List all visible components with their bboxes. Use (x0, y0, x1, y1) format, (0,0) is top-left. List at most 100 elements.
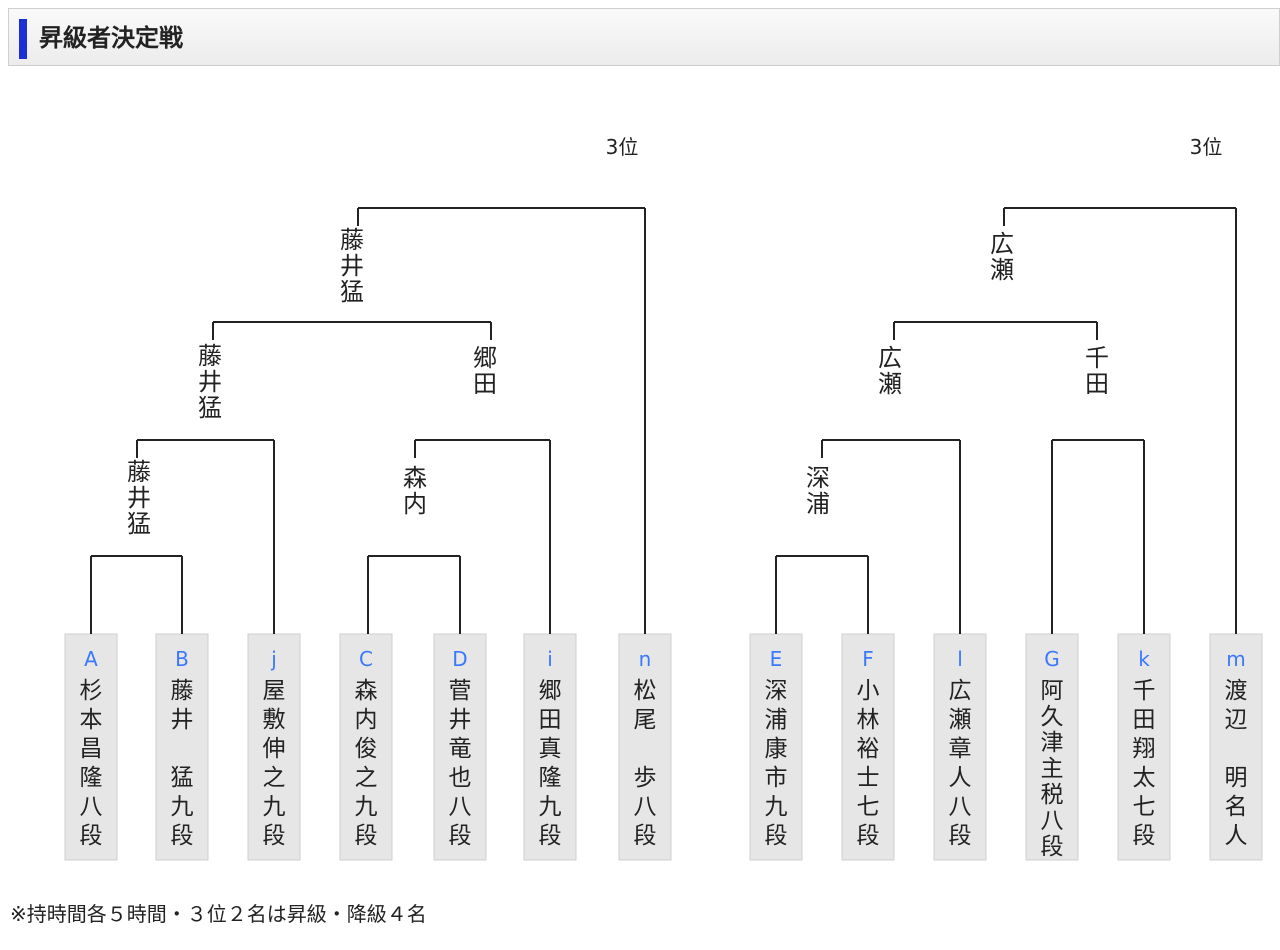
third-place-label: 3位 (606, 135, 639, 159)
winner-label: 田 (473, 370, 497, 398)
player-name-char: 小 (857, 678, 880, 704)
player-seed: m (1226, 647, 1245, 671)
player-name-char: 辺 (1225, 707, 1248, 733)
player-name-char: 段 (171, 823, 194, 849)
section-title: 昇級者決定戦 (39, 24, 183, 52)
winner-label: 猛 (198, 394, 222, 422)
player-name-char (1225, 736, 1248, 762)
player-seed: B (175, 647, 189, 671)
player-name-char: 津 (1041, 730, 1064, 756)
player-name-char: 九 (263, 794, 286, 820)
player-name-char: 主 (1041, 756, 1064, 782)
player-name-char: 明 (1225, 765, 1248, 791)
player-name-char: 森 (355, 678, 378, 704)
player-name-char: 段 (949, 823, 972, 849)
winner-label: 森 (403, 464, 427, 492)
winner-label: 井 (340, 252, 364, 280)
player-name-char: 田 (539, 707, 562, 733)
player-name-char: 郷 (539, 678, 562, 704)
player-name-char: 名 (1225, 794, 1248, 820)
player-name-char: 段 (80, 823, 103, 849)
player-name-char: 屋 (263, 678, 286, 704)
player-name-char: 井 (171, 707, 194, 733)
winner-label: 広 (878, 344, 902, 372)
player-name-char: 九 (355, 794, 378, 820)
player-seed: n (639, 647, 652, 671)
player-name-char: 広 (949, 678, 972, 704)
player-name-char: 八 (1041, 808, 1064, 834)
player-name-char: 浦 (765, 707, 788, 733)
player-box (749, 633, 803, 861)
winner-label: 猛 (340, 278, 364, 306)
player-name-char: 翔 (1133, 736, 1156, 762)
player-box (618, 633, 672, 861)
player-seed: E (770, 647, 783, 671)
player-name-char: 段 (539, 823, 562, 849)
player-name-char: 八 (949, 794, 972, 820)
player-box (64, 633, 118, 861)
player-box (841, 633, 895, 861)
player-seed: l (957, 647, 963, 671)
section-header: 昇級者決定戦 (8, 8, 1280, 66)
player-box (339, 633, 393, 861)
player-name-char: 之 (355, 765, 378, 791)
player-name-char: 敷 (263, 707, 286, 733)
player-seed: j (270, 647, 277, 671)
winner-label: 広 (990, 230, 1014, 258)
player-box (1117, 633, 1171, 861)
player-name-char: 裕 (857, 736, 880, 762)
winner-label: 浦 (806, 490, 830, 518)
player-name-char: 内 (355, 707, 378, 733)
header-accent-bar (19, 19, 27, 59)
player-name-char: 九 (171, 794, 194, 820)
player-seed: G (1044, 647, 1060, 671)
player-box (1209, 633, 1263, 861)
player-name-char: 士 (857, 765, 880, 791)
player-name-char: 隆 (539, 765, 562, 791)
player-name-char: 隆 (80, 765, 103, 791)
winner-label: 藤 (198, 342, 222, 370)
player-name-char: 段 (355, 823, 378, 849)
player-name-char: 杉 (80, 678, 103, 704)
player-name-char: 太 (1133, 765, 1156, 791)
player-name-char: 松 (634, 678, 657, 704)
player-name-char: 八 (449, 794, 472, 820)
player-name-char: 七 (1133, 794, 1156, 820)
player-seed: A (84, 647, 98, 671)
player-name-char: 阿 (1041, 678, 1064, 704)
player-seed: C (359, 647, 373, 671)
player-name-char: 田 (1133, 707, 1156, 733)
player-name-char: 人 (949, 765, 972, 791)
player-name-char: 段 (1133, 823, 1156, 849)
player-name-char: 昌 (80, 736, 103, 762)
player-box (523, 633, 577, 861)
player-seed: k (1138, 647, 1150, 671)
player-name-char: 歩 (634, 765, 657, 791)
player-name-char: 菅 (449, 678, 472, 704)
winner-label: 千 (1085, 344, 1109, 372)
player-name-char (171, 736, 194, 762)
player-name-char (634, 736, 657, 762)
player-seed: F (862, 647, 874, 671)
winner-label: 内 (403, 490, 427, 518)
player-name-char: 八 (80, 794, 103, 820)
winner-label: 深 (806, 464, 830, 492)
player-name-char: 七 (857, 794, 880, 820)
player-name-char: 九 (539, 794, 562, 820)
player-name-char: 深 (765, 678, 788, 704)
player-name-char: 段 (634, 823, 657, 849)
player-box (155, 633, 209, 861)
winner-label: 藤 (340, 226, 364, 254)
winner-label: 藤 (127, 458, 151, 486)
winner-label: 郷 (473, 344, 497, 372)
player-name-char: 市 (765, 765, 788, 791)
player-box (1025, 633, 1079, 861)
player-seed: i (547, 647, 553, 671)
player-name-char: 章 (949, 736, 972, 762)
winner-label: 井 (198, 368, 222, 396)
player-name-char: 之 (263, 765, 286, 791)
player-name-char: 段 (263, 823, 286, 849)
third-place-label: 3位 (1190, 135, 1223, 159)
player-name-char: 也 (449, 765, 472, 791)
